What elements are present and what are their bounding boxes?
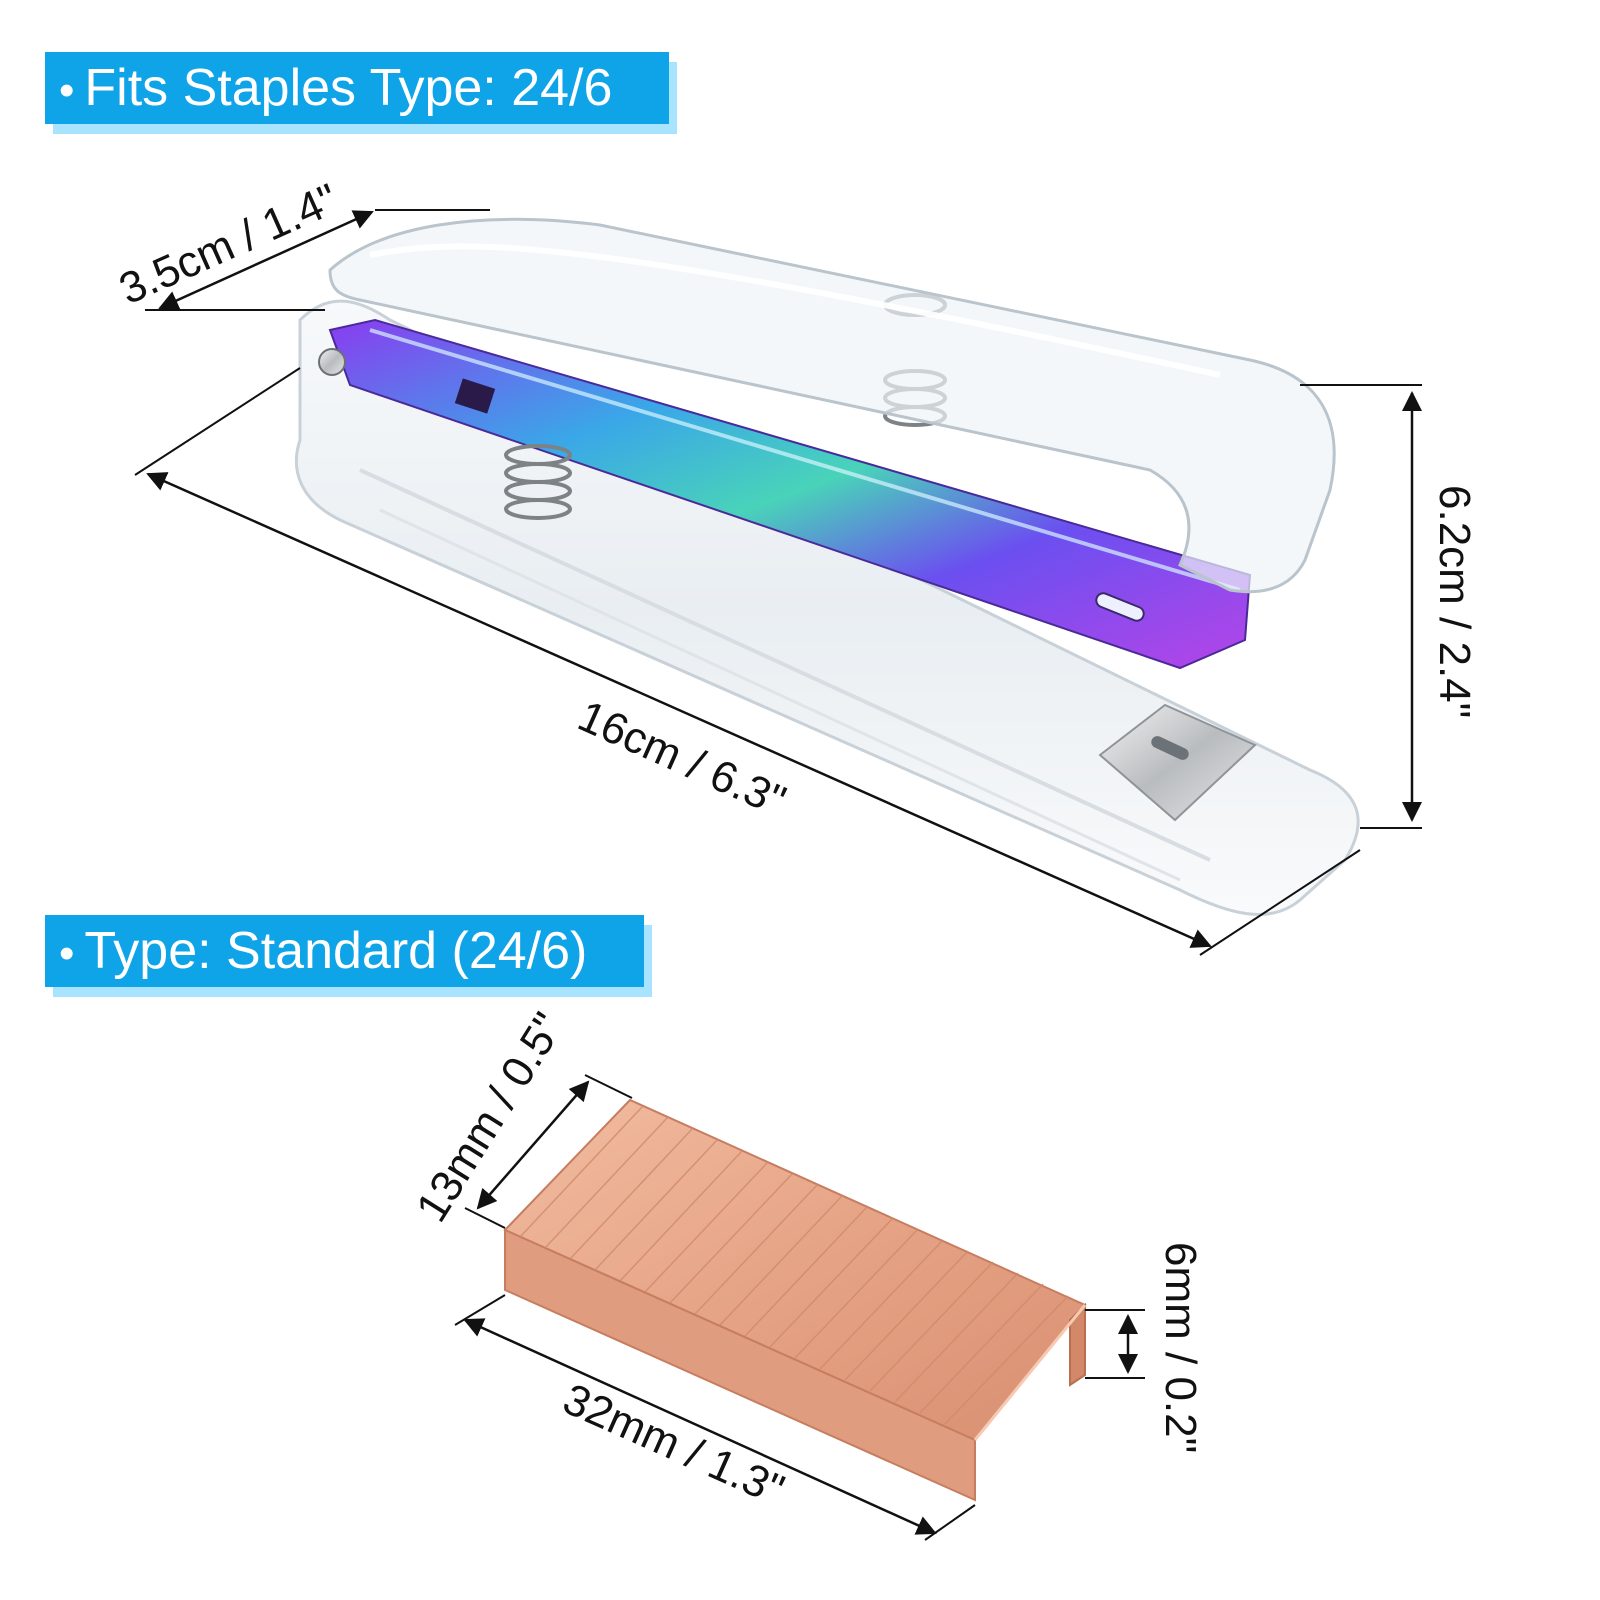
staples-image [503, 1098, 1087, 1502]
bullet-icon: • [59, 929, 75, 978]
staples-height-dimension: 6mm / 0.2" [1085, 1242, 1205, 1453]
fits-staples-text: Fits Staples Type: 24/6 [84, 59, 613, 117]
stapler-width-label: 3.5cm / 1.4" [112, 174, 345, 314]
hinge-pin [318, 348, 346, 376]
staples-height-label: 6mm / 0.2" [1156, 1242, 1205, 1453]
stapler-height-label: 6.2cm / 2.4" [1430, 485, 1479, 718]
fits-staples-banner: •Fits Staples Type: 24/6 [45, 52, 669, 124]
bullet-icon: • [59, 66, 75, 115]
staples-end [1069, 1302, 1086, 1387]
stapler-image [294, 217, 1360, 916]
stapler-height-dimension: 6.2cm / 2.4" [1300, 384, 1479, 829]
